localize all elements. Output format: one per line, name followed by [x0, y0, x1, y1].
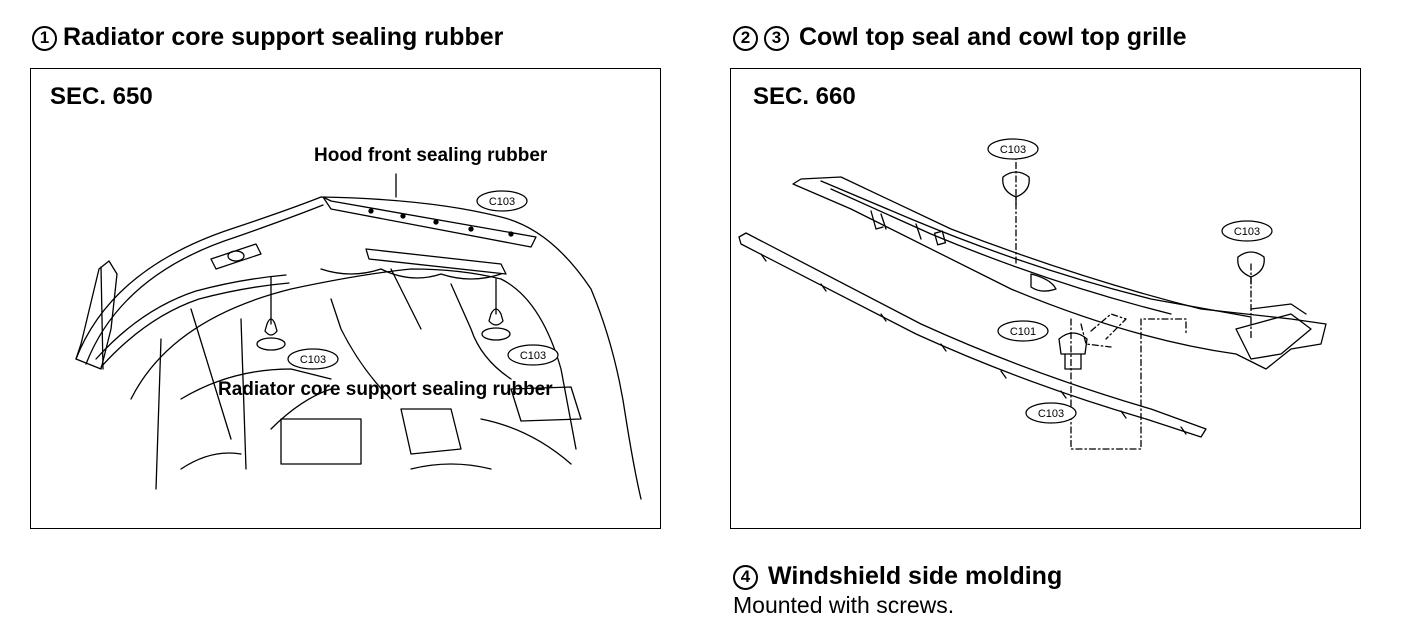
clip-tag-4: C103 [1000, 144, 1026, 156]
cowl-illustration: C103 C103 C101 C103 [738, 138, 1327, 450]
section2-title: Cowl top seal and cowl top grille [799, 23, 1187, 51]
sec-660-label: SEC. 660 [753, 83, 856, 110]
section4-title: Windshield side molding [768, 562, 1063, 590]
radiator-core-callout: Radiator core support sealing rubber [218, 379, 553, 400]
clip-tag-2: C103 [300, 354, 326, 366]
clip-tag-6: C101 [1010, 326, 1036, 338]
section4-number: 4 [733, 565, 758, 590]
panel-sec-650: SEC. 650 [30, 68, 661, 529]
section4-heading: 4 Windshield side molding [733, 564, 1062, 590]
section4-note: Mounted with screws. [733, 592, 955, 618]
clip-tag-3: C103 [520, 350, 546, 362]
clip-tag-5: C103 [1234, 226, 1260, 238]
panel-sec-660: SEC. 660 [730, 68, 1361, 529]
clip-tag-1: C103 [489, 196, 515, 208]
section2-number-a: 2 [733, 26, 758, 51]
section1-number: 1 [32, 26, 57, 51]
section2-number-b: 3 [764, 26, 789, 51]
section1-title: Radiator core support sealing rubber [63, 23, 504, 51]
sec-650-label: SEC. 650 [50, 83, 153, 110]
hood-illustration: C103 C103 C103 [75, 173, 642, 500]
hood-front-callout: Hood front sealing rubber [314, 145, 548, 166]
clip-tag-7: C103 [1038, 408, 1064, 420]
